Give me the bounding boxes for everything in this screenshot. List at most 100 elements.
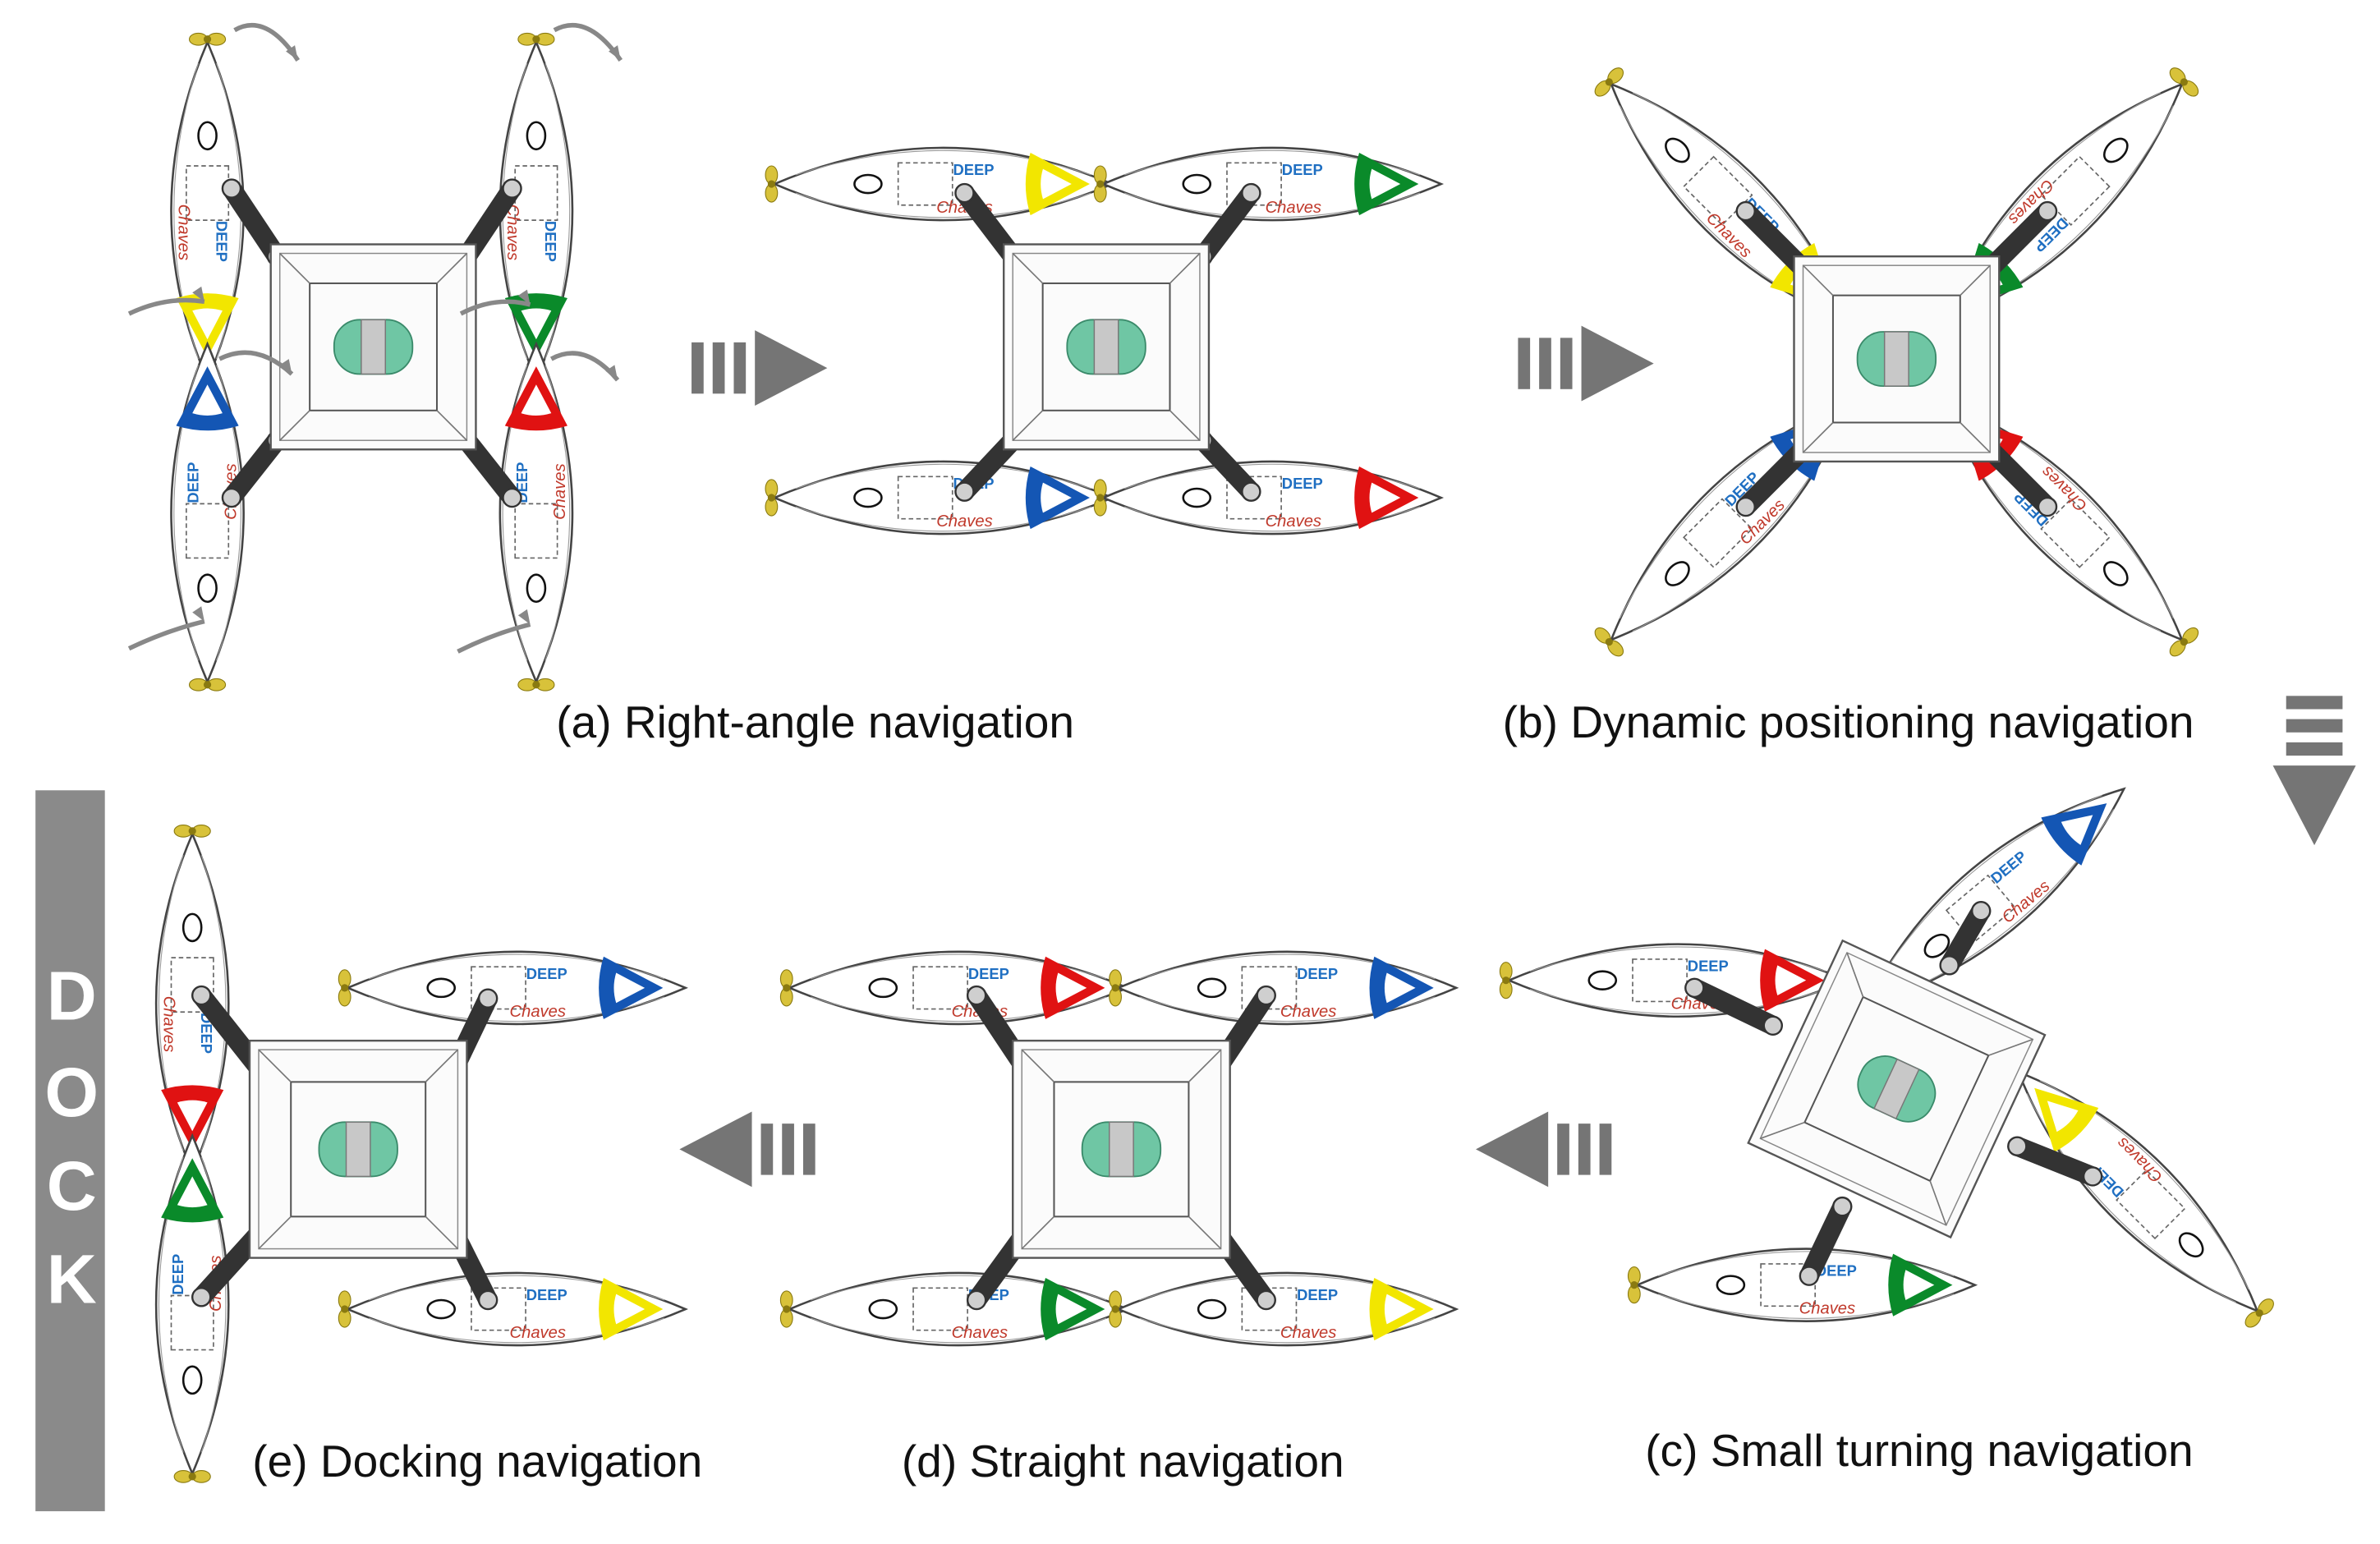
triangle-hole <box>1384 1294 1416 1325</box>
frame-strut <box>425 1215 458 1250</box>
arrow-bar <box>1518 338 1531 389</box>
hull-emblem <box>426 1298 457 1320</box>
triangle-marker-icon <box>2034 1087 2099 1152</box>
hull-line <box>368 1317 665 1344</box>
propeller-hub <box>1096 180 1105 188</box>
hull-line <box>795 192 1091 218</box>
hull-line <box>216 365 241 661</box>
central-frame <box>1012 1039 1231 1259</box>
rotation-arrowhead <box>517 609 531 625</box>
hull-name-text: Chaves <box>1266 199 1321 217</box>
hull-line <box>1529 946 1826 972</box>
propeller-icon <box>188 32 227 46</box>
triangle-marker-icon <box>1041 1277 1105 1341</box>
frame-inner <box>1803 995 1990 1183</box>
hull-name-text: Chaves <box>1799 1300 1855 1318</box>
right-arrow-icon <box>2272 696 2356 846</box>
hull-emblem <box>1587 970 1618 990</box>
hull-emblem <box>526 573 547 604</box>
propeller-icon <box>173 824 211 838</box>
arm-joint <box>191 985 212 1006</box>
caption-e: (e) Docking navigation <box>252 1436 702 1487</box>
arm-joint <box>502 178 522 199</box>
triangle-marker-icon <box>599 1277 664 1341</box>
propeller-hub <box>341 1305 349 1313</box>
propeller-hub <box>1605 638 1613 646</box>
triangle-marker-icon <box>161 1085 224 1150</box>
arm-joint <box>1735 496 1756 517</box>
triangle-marker-icon <box>1025 152 1091 216</box>
dock-bar <box>35 790 105 1512</box>
propeller-hub <box>2180 638 2189 646</box>
hull-line <box>810 1317 1107 1344</box>
dock-letter: O <box>44 1054 99 1131</box>
propeller-icon <box>188 678 227 692</box>
hull-line <box>368 954 665 980</box>
frame-inner-line <box>1759 951 2034 1226</box>
dock-letter: K <box>47 1241 97 1318</box>
arrow-head <box>1581 325 1654 402</box>
propeller-hub <box>767 494 775 502</box>
arm-bar <box>1684 977 1783 1036</box>
propeller-icon <box>1109 969 1122 1007</box>
hull-brand-text: DEEP <box>1282 475 1323 492</box>
pod-band <box>1093 319 1119 375</box>
frame-strut <box>1802 264 1834 296</box>
arm-joint <box>954 182 975 204</box>
frame-inner-line <box>1802 264 1991 453</box>
frame-strut <box>425 1049 458 1082</box>
central-frame <box>1747 939 2047 1239</box>
frame-inner-line <box>1021 1049 1222 1250</box>
hull-line <box>795 463 1091 489</box>
arrow-bar <box>1599 1124 1612 1175</box>
propeller-icon <box>1627 1266 1641 1304</box>
frame-strut <box>1760 1121 1805 1140</box>
arm-joint <box>1241 182 1261 204</box>
hull-emblem <box>1923 933 1950 958</box>
hull-line <box>1658 1251 1955 1277</box>
hull-brand-text: DEEP <box>1297 1286 1338 1303</box>
hull-brand-text: DEEP <box>953 161 994 178</box>
propeller-icon <box>765 479 779 517</box>
right-arrow-icon <box>679 1111 816 1188</box>
arm-joint <box>1241 481 1261 502</box>
hull-brand-text: DEEP <box>1297 965 1338 982</box>
rotation-arrow <box>127 618 205 651</box>
frame-strut <box>436 252 468 284</box>
propeller-hub <box>1111 984 1119 992</box>
hull-emblem <box>1665 137 1690 163</box>
hull-brand-text: DEEP <box>185 462 202 503</box>
arm-joint <box>1832 1196 1853 1217</box>
arm-joint <box>1939 955 1960 976</box>
arm-joint <box>1762 1015 1783 1036</box>
propeller-icon <box>765 165 779 203</box>
hull-line <box>368 996 665 1022</box>
frame-strut <box>1988 1038 2033 1056</box>
hull-line <box>1619 409 1830 619</box>
hull-emblem <box>1197 1298 1227 1320</box>
rotation-arrow <box>233 22 301 62</box>
rotation-arrowhead <box>609 45 621 61</box>
arrow-bar <box>733 342 747 394</box>
rotation-arrows <box>127 22 623 654</box>
hull-line <box>1139 954 1436 980</box>
propeller-hub <box>783 1305 791 1313</box>
hull-line <box>1139 1275 1436 1301</box>
propeller-icon <box>2244 1298 2274 1328</box>
arm-bar <box>2007 1136 2103 1187</box>
hull-line <box>810 1275 1107 1301</box>
arrow-head <box>755 330 828 407</box>
triangle-hole <box>192 384 223 416</box>
deck-hatch <box>471 966 526 1010</box>
hull-line <box>173 62 200 360</box>
propeller-icon <box>517 32 555 46</box>
